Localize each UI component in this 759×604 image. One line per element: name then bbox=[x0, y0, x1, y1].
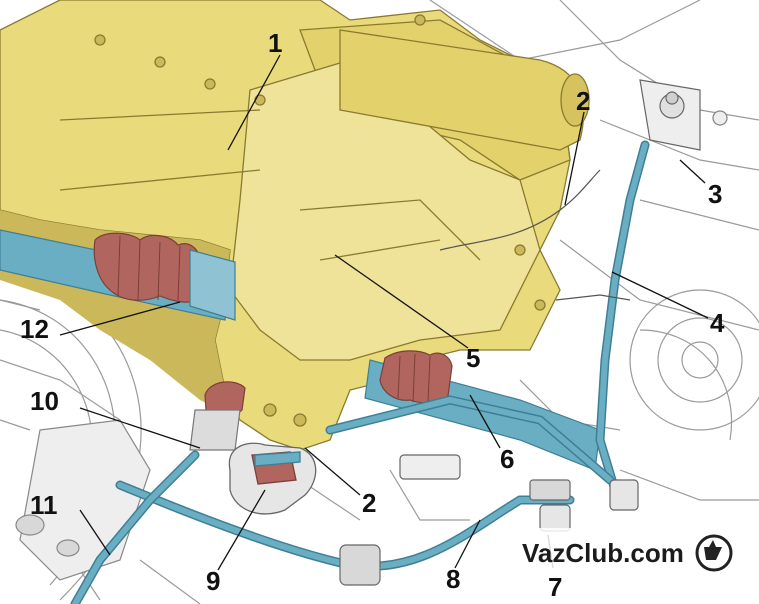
watermark: VazClub.com bbox=[512, 528, 740, 578]
support-bracket bbox=[228, 442, 317, 515]
left-drive-shaft bbox=[0, 229, 236, 321]
watermark-text: VazClub.com bbox=[522, 538, 684, 568]
inner-cv-joint bbox=[189, 381, 246, 451]
callout-3: 3 bbox=[708, 179, 722, 209]
callout-labels: 1 2 2 3 4 5 6 7 8 9 10 11 12 bbox=[20, 28, 725, 602]
callout-10: 10 bbox=[30, 386, 59, 416]
shift-rods bbox=[70, 140, 650, 604]
leader-lines bbox=[59, 54, 709, 571]
callout-8: 8 bbox=[446, 564, 460, 594]
callout-2-top: 2 bbox=[576, 86, 590, 116]
callout-11: 11 bbox=[30, 490, 58, 520]
callout-5: 5 bbox=[466, 343, 480, 373]
callout-7: 7 bbox=[548, 572, 562, 602]
rod-fittings bbox=[339, 79, 701, 586]
right-drive-shaft bbox=[364, 350, 601, 471]
callout-4: 4 bbox=[710, 308, 725, 338]
wire-harness bbox=[439, 169, 631, 301]
lada-boat-logo-icon bbox=[695, 534, 733, 572]
callout-2-bottom: 2 bbox=[362, 488, 376, 518]
callout-1: 1 bbox=[268, 28, 282, 58]
callout-12: 12 bbox=[20, 314, 49, 344]
callout-9: 9 bbox=[206, 566, 220, 596]
callout-6: 6 bbox=[500, 444, 514, 474]
wheel-hub bbox=[629, 289, 759, 431]
starter-motor bbox=[339, 29, 590, 151]
